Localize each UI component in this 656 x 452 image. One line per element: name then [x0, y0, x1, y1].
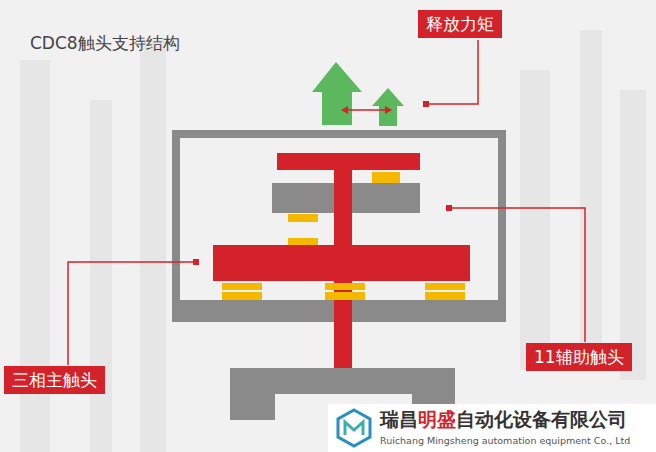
release-arrows — [312, 62, 404, 126]
watermark-text: 明盛 — [418, 408, 456, 430]
background-bars — [20, 30, 646, 452]
stem — [334, 183, 352, 213]
leader-dots — [193, 101, 452, 265]
main-plate — [213, 245, 470, 281]
watermark: 瑞昌明盛自动化设备有限公司 Ruichang Mingsheng automat… — [328, 404, 656, 452]
logo — [334, 408, 374, 448]
callout-label: 11辅助触头 — [534, 346, 624, 368]
callout-box: 11辅助触头 — [526, 343, 632, 371]
callout-box: 三相主触头 — [4, 366, 105, 394]
watermark-text: 瑞昌 — [380, 408, 418, 430]
title: CDC8触头支持结构 — [30, 32, 180, 55]
callout-label: 三相主触头 — [12, 369, 97, 391]
callout-box: 释放力矩 — [418, 10, 502, 38]
top-bar — [277, 153, 420, 170]
leader-lines — [68, 40, 585, 365]
watermark-text: Ruichang Mingsheng automation equipment … — [380, 435, 630, 446]
aux-plate — [272, 183, 420, 213]
callout-label: 释放力矩 — [426, 13, 494, 35]
watermark-text: 自动化设备有限公司 — [456, 408, 627, 430]
